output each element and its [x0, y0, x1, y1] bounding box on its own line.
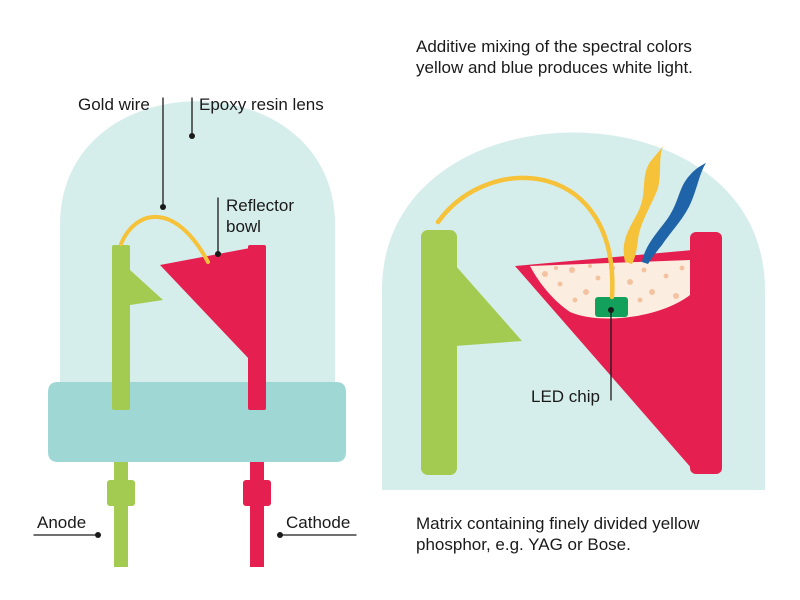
- cathode-leader-dot: [277, 532, 283, 538]
- anode-leader-dot: [95, 532, 101, 538]
- detail-gold-wire: [435, 175, 615, 300]
- cathode-label: Cathode: [286, 513, 351, 532]
- phosphor-matrix: [530, 260, 690, 319]
- detail-anode-flag: [455, 265, 522, 346]
- led-chip-label: LED chip: [531, 387, 600, 406]
- cathode-leg: [250, 462, 264, 567]
- reflector-cup: [160, 248, 250, 360]
- detail-anode-post: [421, 230, 457, 475]
- anode-leg-kink: [107, 480, 135, 506]
- anode-flag: [130, 270, 163, 305]
- gold-wire-label: Gold wire: [78, 95, 150, 114]
- epoxy-lens-label: Epoxy resin lens: [199, 95, 324, 114]
- additive-mixing-caption: Additive mixing of the spectral colors y…: [416, 37, 693, 77]
- led-chip: [595, 297, 628, 317]
- blue-light-ray: [642, 163, 706, 264]
- anode-leg: [114, 462, 128, 567]
- yellow-light-ray: [623, 146, 663, 264]
- reflector-leader-dot: [215, 251, 221, 257]
- cathode-lead-post: [248, 245, 266, 410]
- anode-lead-post: [112, 245, 130, 410]
- lens-base-rim: [48, 382, 346, 462]
- detail-cathode-post: [690, 232, 722, 474]
- cathode-leg-kink: [243, 480, 271, 506]
- epoxy-lens-leader-dot: [189, 133, 195, 139]
- gold-wire-leader-dot: [160, 204, 166, 210]
- gold-wire: [119, 214, 210, 264]
- reflector-bowl-label: Reflector bowl: [226, 196, 295, 236]
- led-overview: [33, 97, 357, 567]
- matrix-phosphor-caption: Matrix containing finely divided yellow …: [416, 514, 700, 554]
- anode-label: Anode: [37, 513, 87, 532]
- led-chip-leader-dot: [608, 307, 614, 313]
- led-detail: [382, 132, 765, 490]
